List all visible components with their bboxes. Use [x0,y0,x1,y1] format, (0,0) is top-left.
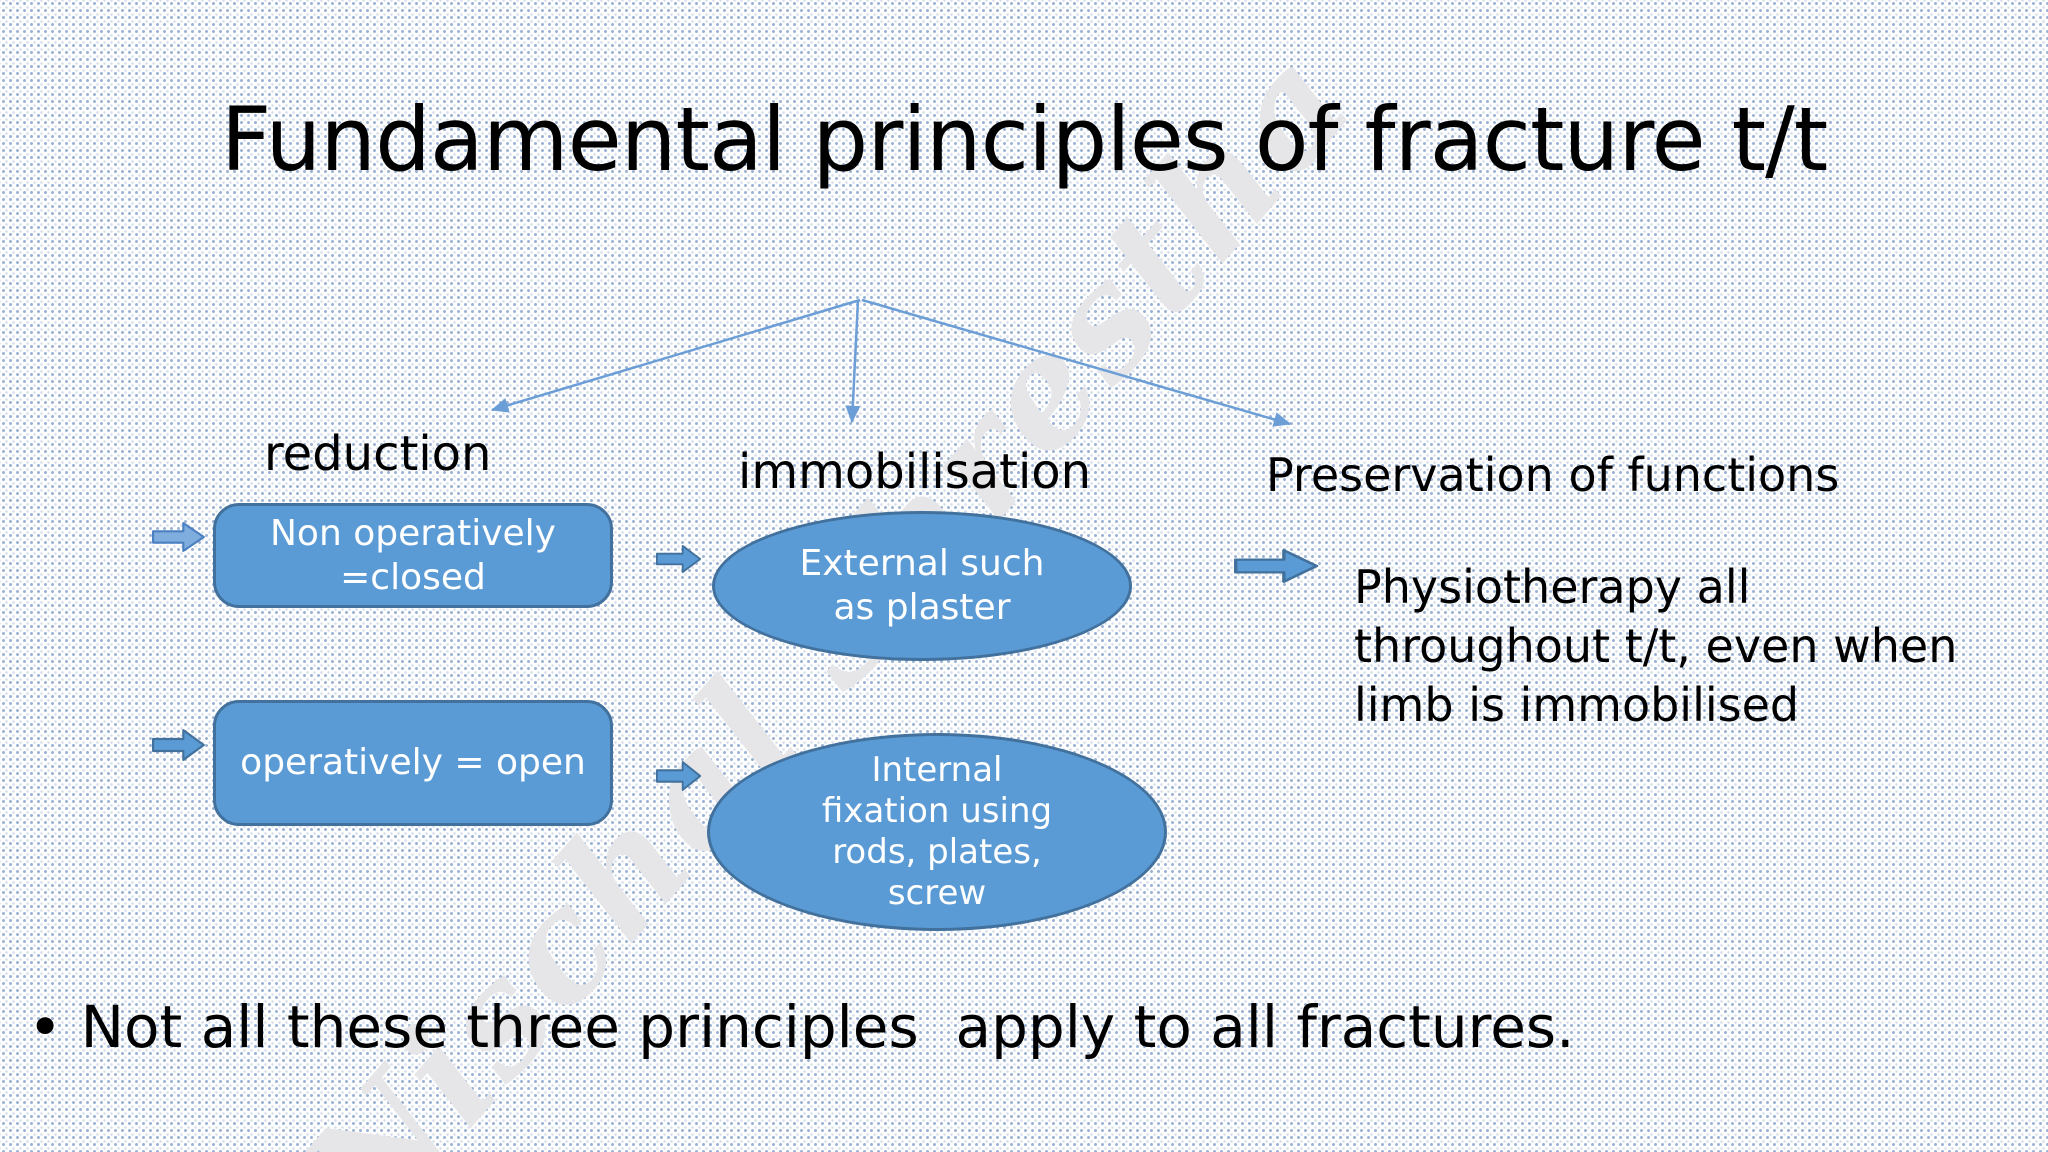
right-block-arrow-icon [656,761,702,791]
right-block-arrow-icon [1234,549,1319,583]
right-block-arrow-icon [152,522,205,552]
reduction-box-operatively-label: operatively = open [240,742,586,784]
footer-bullet-line: • Not all these three principles apply t… [28,993,1575,1061]
immobilisation-ellipse-internal: Internal fixation using rods, plates, sc… [707,733,1167,931]
branch-label-reduction: reduction [264,426,492,482]
branch-label-immobilisation: immobilisation [738,444,1092,500]
slide-title: Fundamental principles of fracture t/t [220,88,1829,191]
connector-to-reduction [490,298,861,413]
preservation-note: Physiotherapy all throughout t/t, even w… [1354,560,1958,732]
immobilisation-ellipse-external-label: External such as plaster [799,543,1045,628]
reduction-box-operatively: operatively = open [213,700,613,826]
bullet-icon: • [28,993,63,1061]
reduction-box-non-operatively: Non operatively =closed [213,503,613,608]
reduction-box-non-operatively-label: Non operatively =closed [270,512,556,598]
connector-to-preservation [861,298,1292,427]
immobilisation-ellipse-internal-label: Internal fixation using rods, plates, sc… [821,750,1053,913]
footer-bullet-text: Not all these three principles apply to … [80,993,1575,1061]
connector-to-immobilisation [845,299,861,424]
branch-label-preservation: Preservation of functions [1266,448,1840,502]
right-block-arrow-icon [152,729,205,761]
right-block-arrow-icon [656,544,702,574]
immobilisation-ellipse-external: External such as plaster [712,511,1132,661]
